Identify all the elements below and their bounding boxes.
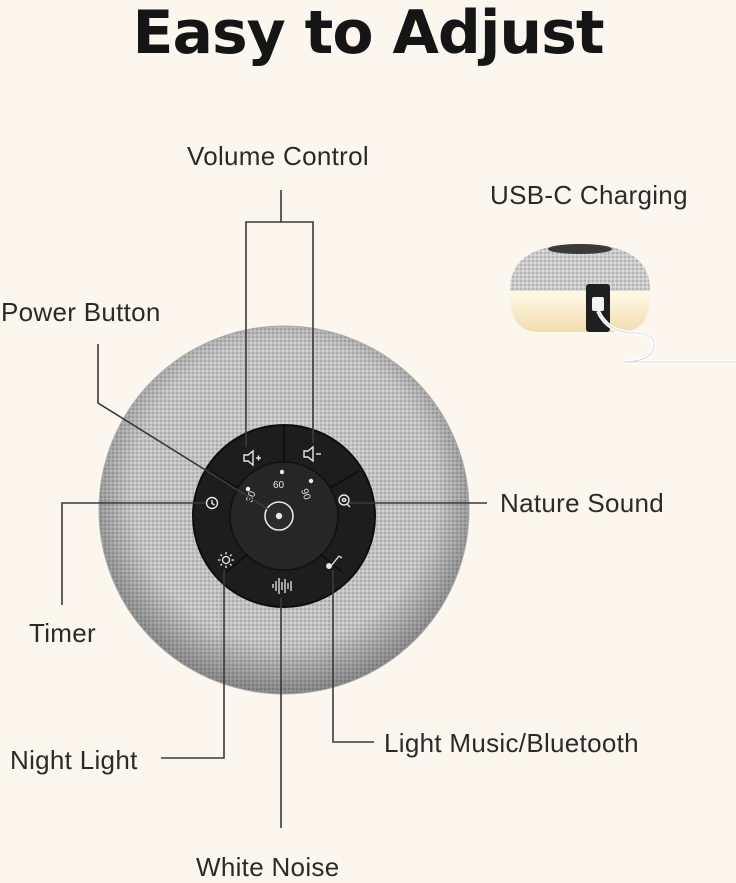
label-usb-c-charging: USB-C Charging (490, 180, 688, 210)
label-light-music-bluetooth: Light Music/Bluetooth (384, 728, 639, 758)
usb-c-device-image (510, 244, 736, 364)
power-icon (275, 512, 283, 520)
page-title: Easy to Adjust (132, 0, 604, 68)
label-volume-control: Volume Control (187, 141, 369, 171)
leader-timer (61, 502, 205, 605)
timer-mark-60: 60 (273, 480, 285, 491)
volume-down-icon[interactable] (303, 445, 321, 463)
leader-lines (61, 190, 487, 828)
volume-up-icon[interactable] (243, 449, 261, 467)
music-note-icon[interactable] (326, 555, 343, 569)
label-power-button: Power Button (1, 297, 161, 327)
sun-icon[interactable] (218, 552, 234, 568)
label-timer: Timer (29, 618, 96, 648)
nature-sound-icon[interactable] (338, 494, 351, 508)
leader-power (97, 344, 269, 510)
label-nature-sound: Nature Sound (500, 488, 665, 518)
power-button[interactable] (264, 501, 294, 531)
clock-icon[interactable] (205, 496, 219, 510)
waveform-icon[interactable] (272, 578, 292, 594)
timer-mark-90: 90 (298, 487, 312, 502)
leader-light-music (332, 570, 374, 743)
leader-volume-up (245, 221, 314, 447)
leader-night-light (161, 570, 225, 759)
label-night-light: Night Light (10, 745, 138, 775)
label-white-noise: White Noise (196, 852, 340, 882)
